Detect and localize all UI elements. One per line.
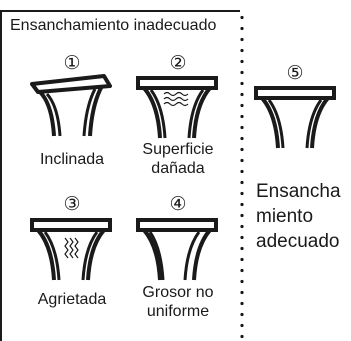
diagram-title: Ensanchamiento inadecuado — [10, 17, 217, 34]
item-5-label-line3: adecuado — [256, 231, 340, 252]
proper-flare-icon — [254, 86, 336, 149]
tilted-flare-icon — [30, 74, 112, 137]
item-2-number: ② — [169, 53, 187, 74]
item-5-label-line2: miento — [256, 206, 314, 227]
damaged-surface-flare-icon — [136, 76, 218, 139]
item-4-label-line2: uniforme — [146, 303, 210, 320]
item-1-number: ① — [63, 53, 81, 74]
item-2-label-line1: Superficie — [142, 141, 214, 158]
item-2-label-line2: dañada — [151, 160, 205, 177]
panel-divider-dotted — [240, 12, 244, 341]
panel-border-top — [0, 10, 240, 12]
cracked-flare-icon — [30, 218, 112, 281]
item-4-label-line1: Grosor no — [142, 284, 214, 301]
uneven-thickness-flare-icon — [136, 218, 218, 281]
item-4-number: ④ — [169, 194, 187, 215]
item-5-number: ⑤ — [286, 63, 304, 84]
item-5-label-line1: Ensancha — [256, 181, 341, 202]
item-3-label: Agrietada — [37, 291, 107, 308]
item-1-label: Inclinada — [39, 151, 105, 168]
item-3-number: ③ — [63, 194, 81, 215]
panel-border-left — [0, 10, 2, 341]
